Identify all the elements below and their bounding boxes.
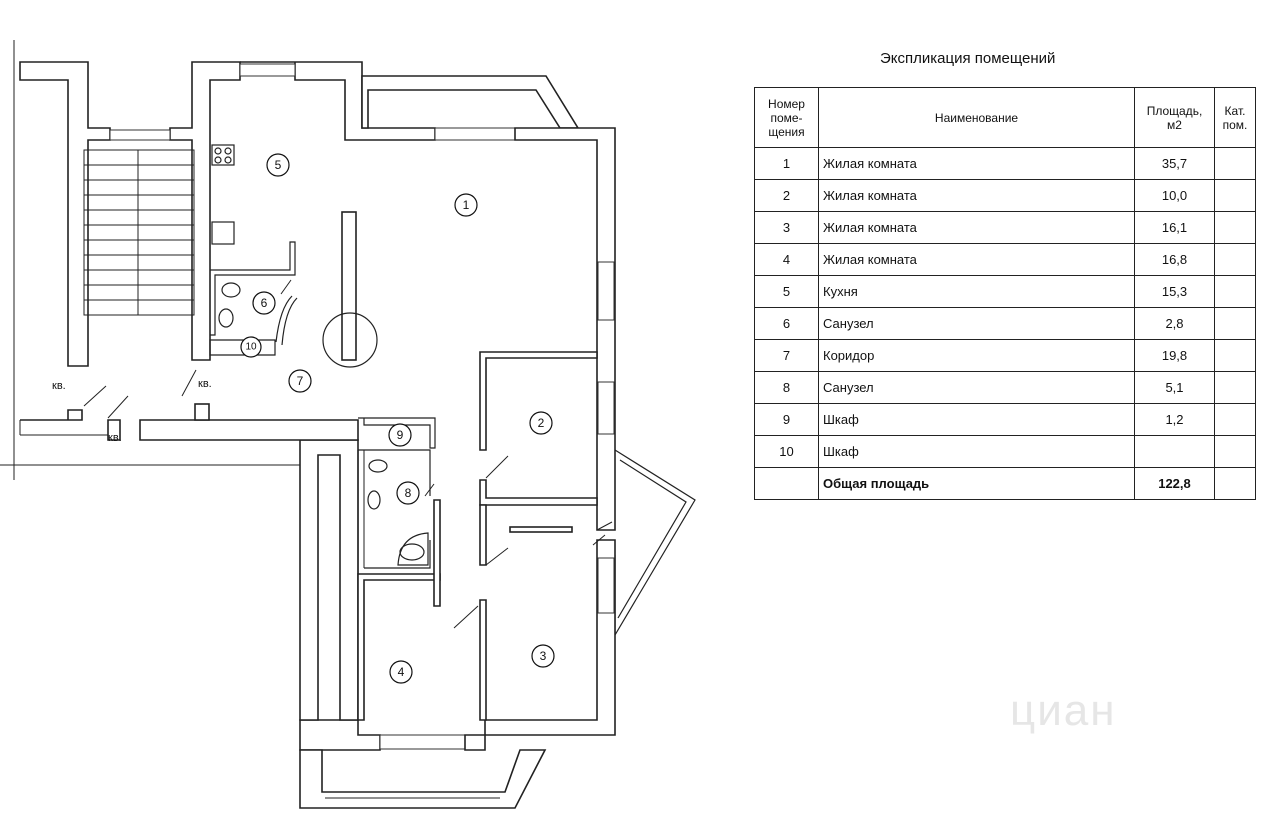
cell-category [1214, 403, 1256, 436]
room-label-1-text: 1 [463, 198, 470, 212]
inner-walls [83, 144, 613, 721]
cell-number: 1 [754, 147, 819, 180]
cell-number: 9 [754, 403, 819, 436]
cell-number: 7 [754, 339, 819, 372]
cell-area: 35,7 [1134, 147, 1215, 180]
cell-area: 1,2 [1134, 403, 1215, 436]
cell-category [1214, 147, 1256, 180]
cell-category [1214, 211, 1256, 244]
floor-plan: 1 2 3 4 5 6 7 8 9 10 кв. кв. кв. [0, 40, 696, 809]
cell-area: 2,8 [1134, 307, 1215, 340]
cell-name: Шкаф [818, 403, 1135, 436]
header-category: Кат. пом. [1214, 87, 1256, 148]
cell-category [1214, 243, 1256, 276]
explication-table: Номер поме-щения Наименование Площадь, м… [754, 87, 1256, 500]
cell-number: 5 [754, 275, 819, 308]
cell-area: 122,8 [1134, 467, 1215, 500]
table-header-row: Номер поме-щения Наименование Площадь, м… [754, 87, 1256, 148]
stairwell [13, 40, 241, 480]
cell-number: 2 [754, 179, 819, 212]
room-label-8-text: 8 [405, 486, 412, 500]
cell-name: Общая площадь [818, 467, 1135, 500]
cell-name: Жилая комната [818, 243, 1135, 276]
room-label-10-text: 10 [245, 342, 257, 353]
cell-number: 8 [754, 371, 819, 404]
cell-category [1214, 467, 1256, 500]
header-name: Наименование [818, 87, 1135, 148]
cell-name: Жилая комната [818, 211, 1135, 244]
cell-name: Санузел [818, 371, 1135, 404]
explication-title: Экспликация помещений [880, 50, 1056, 67]
cell-number: 4 [754, 243, 819, 276]
cell-name: Кухня [818, 275, 1135, 308]
cell-area: 19,8 [1134, 339, 1215, 372]
cell-area: 16,8 [1134, 243, 1215, 276]
watermark-text: циан [1010, 686, 1117, 735]
room-label-4-text: 4 [398, 665, 405, 679]
cell-number [754, 467, 819, 500]
room-label-5: 5 [266, 153, 290, 177]
room-numbers: 1 2 3 4 5 6 7 8 9 10 [240, 153, 555, 684]
room-label-6-text: 6 [261, 296, 268, 310]
cell-area: 15,3 [1134, 275, 1215, 308]
neighbor-label-1: кв. [52, 380, 66, 392]
room-label-6: 6 [252, 291, 276, 315]
header-area: Площадь, м2 [1134, 87, 1215, 148]
cell-category [1214, 435, 1256, 468]
room-label-5-text: 5 [275, 158, 282, 172]
cell-name: Жилая комната [818, 147, 1135, 180]
room-label-10: 10 [240, 336, 262, 358]
cell-category [1214, 179, 1256, 212]
room-label-2: 2 [529, 411, 553, 435]
cell-category [1214, 307, 1256, 340]
cell-area: 10,0 [1134, 179, 1215, 212]
room-label-3: 3 [531, 644, 555, 668]
cell-number: 10 [754, 435, 819, 468]
cell-category [1214, 275, 1256, 308]
room-label-7: 7 [288, 369, 312, 393]
cell-area: 16,1 [1134, 211, 1215, 244]
cell-name: Коридор [818, 339, 1135, 372]
room-label-3-text: 3 [540, 649, 547, 663]
room-label-2-text: 2 [538, 416, 545, 430]
cell-area: 5,1 [1134, 371, 1215, 404]
cell-number: 6 [754, 307, 819, 340]
outer-walls [0, 61, 696, 809]
room-label-8: 8 [396, 481, 420, 505]
cell-category [1214, 339, 1256, 372]
room-label-4: 4 [389, 660, 413, 684]
cell-name: Санузел [818, 307, 1135, 340]
room-label-9-text: 9 [397, 428, 404, 442]
room-label-1: 1 [454, 193, 478, 217]
cell-name: Шкаф [818, 435, 1135, 468]
room-label-7-text: 7 [297, 374, 304, 388]
cell-category [1214, 371, 1256, 404]
cell-number: 3 [754, 211, 819, 244]
cell-area [1134, 435, 1215, 468]
header-number: Номер поме-щения [754, 87, 819, 148]
cell-name: Жилая комната [818, 179, 1135, 212]
neighbor-label-3: кв. [198, 378, 212, 390]
neighbor-label-2: кв. [108, 432, 122, 444]
room-label-9: 9 [388, 423, 412, 447]
